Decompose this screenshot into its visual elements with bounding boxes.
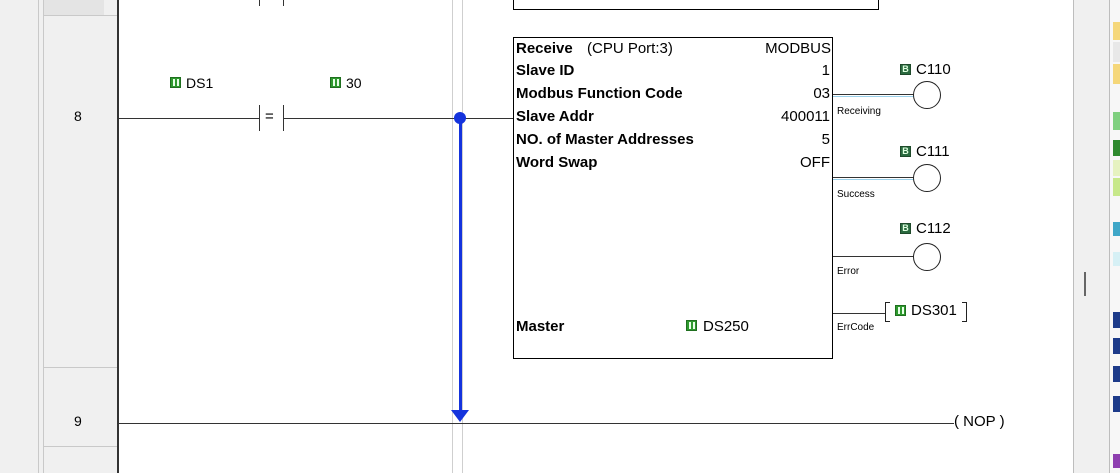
param-value-slave-id: 1 bbox=[821, 62, 830, 79]
bit-icon: B bbox=[900, 146, 911, 157]
panel-color-swatch bbox=[1113, 222, 1120, 236]
panel-color-swatch bbox=[1113, 22, 1120, 40]
param-label-slave-id: Slave ID bbox=[516, 62, 575, 79]
register-bracket-left bbox=[885, 302, 890, 322]
master-value[interactable]: DS250 bbox=[703, 318, 749, 335]
rung-number-9[interactable]: 9 bbox=[74, 413, 82, 429]
contact-operand-b[interactable]: 30 bbox=[346, 75, 362, 91]
coil-c112[interactable] bbox=[913, 243, 941, 271]
right-panel bbox=[1110, 0, 1120, 473]
right-frame-border bbox=[1073, 0, 1074, 473]
word-register-icon bbox=[330, 77, 341, 88]
param-label-word-swap: Word Swap bbox=[516, 154, 598, 171]
param-value-function-code: 03 bbox=[813, 85, 830, 102]
register-label-ds301[interactable]: DS301 bbox=[911, 302, 957, 319]
output-wire-success-shadow bbox=[833, 179, 914, 180]
left-power-rail bbox=[117, 0, 119, 473]
output-wire-receiving bbox=[833, 94, 914, 95]
rung8-wire-mid bbox=[284, 118, 460, 119]
coil-label-c112[interactable]: C112 bbox=[916, 220, 951, 237]
coil-c110[interactable] bbox=[913, 81, 941, 109]
splitter-grip[interactable] bbox=[1084, 272, 1086, 296]
param-label-master-addresses: NO. of Master Addresses bbox=[516, 131, 694, 148]
word-register-icon bbox=[170, 77, 181, 88]
rung-number-8[interactable]: 8 bbox=[74, 108, 82, 124]
column-divider bbox=[462, 0, 463, 473]
param-value-slave-addr: 400011 bbox=[781, 108, 830, 125]
prev-contact-stub bbox=[283, 0, 284, 6]
output-wire-errcode bbox=[833, 313, 885, 314]
output-tag-receiving: Receiving bbox=[837, 106, 881, 117]
rung8-wire-to-block bbox=[460, 118, 513, 119]
panel-color-swatch bbox=[1113, 178, 1120, 196]
coil-label-c110[interactable]: C110 bbox=[916, 61, 951, 78]
panel-color-swatch bbox=[1113, 338, 1120, 354]
receive-instruction-box[interactable] bbox=[513, 37, 833, 359]
column-divider bbox=[452, 0, 453, 473]
word-register-icon bbox=[895, 305, 906, 316]
right-panel-edge bbox=[1109, 0, 1110, 473]
output-wire-receiving-shadow bbox=[833, 96, 914, 97]
output-wire-error bbox=[833, 256, 914, 257]
rung-divider bbox=[44, 446, 118, 447]
gutter-top-header bbox=[44, 0, 104, 15]
output-tag-success: Success bbox=[837, 189, 875, 200]
branch-line[interactable] bbox=[459, 118, 462, 411]
param-label-slave-addr: Slave Addr bbox=[516, 108, 594, 125]
output-tag-errcode: ErrCode bbox=[837, 322, 875, 333]
contact-right-bar bbox=[283, 105, 284, 131]
compare-contact[interactable]: = bbox=[259, 105, 285, 131]
contact-left-bar bbox=[259, 105, 260, 131]
rung9-wire bbox=[119, 423, 954, 424]
bit-icon: B bbox=[900, 64, 911, 75]
panel-color-swatch bbox=[1113, 160, 1120, 176]
receive-protocol: MODBUS bbox=[765, 40, 831, 57]
word-register-icon bbox=[686, 320, 697, 331]
contact-operand-a[interactable]: DS1 bbox=[186, 75, 214, 91]
prev-block-bottom bbox=[513, 0, 514, 10]
receive-title: Receive bbox=[516, 40, 573, 57]
panel-color-swatch bbox=[1113, 42, 1120, 62]
nop-instruction[interactable]: ( NOP ) bbox=[954, 413, 1005, 430]
gutter-inner-border bbox=[43, 0, 44, 473]
bit-icon: B bbox=[900, 223, 911, 234]
rung-number-gutter bbox=[0, 0, 118, 473]
rung8-wire-left bbox=[119, 118, 259, 119]
param-value-master-addresses: 5 bbox=[821, 131, 830, 148]
receive-port: (CPU Port:3) bbox=[587, 40, 673, 57]
panel-color-swatch bbox=[1113, 366, 1120, 382]
gutter-left-border bbox=[38, 0, 39, 473]
output-wire-success bbox=[833, 177, 914, 178]
panel-color-swatch bbox=[1113, 64, 1120, 84]
panel-color-swatch bbox=[1113, 454, 1120, 468]
prev-block-bottom bbox=[513, 9, 879, 10]
param-value-word-swap: OFF bbox=[800, 154, 830, 171]
output-tag-error: Error bbox=[837, 266, 860, 277]
right-splitter bbox=[1074, 0, 1109, 473]
prev-contact-stub bbox=[259, 0, 260, 6]
contact-compare-symbol: = bbox=[265, 108, 274, 125]
panel-color-swatch bbox=[1113, 112, 1120, 130]
coil-label-c111[interactable]: C111 bbox=[916, 143, 950, 160]
branch-arrow-icon bbox=[451, 410, 469, 422]
master-label: Master bbox=[516, 318, 565, 335]
rung-divider bbox=[44, 367, 118, 368]
prev-block-bottom bbox=[878, 0, 879, 10]
panel-color-swatch bbox=[1113, 396, 1120, 412]
panel-color-swatch bbox=[1113, 312, 1120, 328]
param-label-function-code: Modbus Function Code bbox=[516, 85, 683, 102]
panel-color-swatch bbox=[1113, 252, 1120, 266]
coil-c111[interactable] bbox=[913, 164, 941, 192]
register-bracket-right bbox=[962, 302, 967, 322]
rung-divider bbox=[44, 15, 118, 16]
panel-color-swatch bbox=[1113, 140, 1120, 156]
